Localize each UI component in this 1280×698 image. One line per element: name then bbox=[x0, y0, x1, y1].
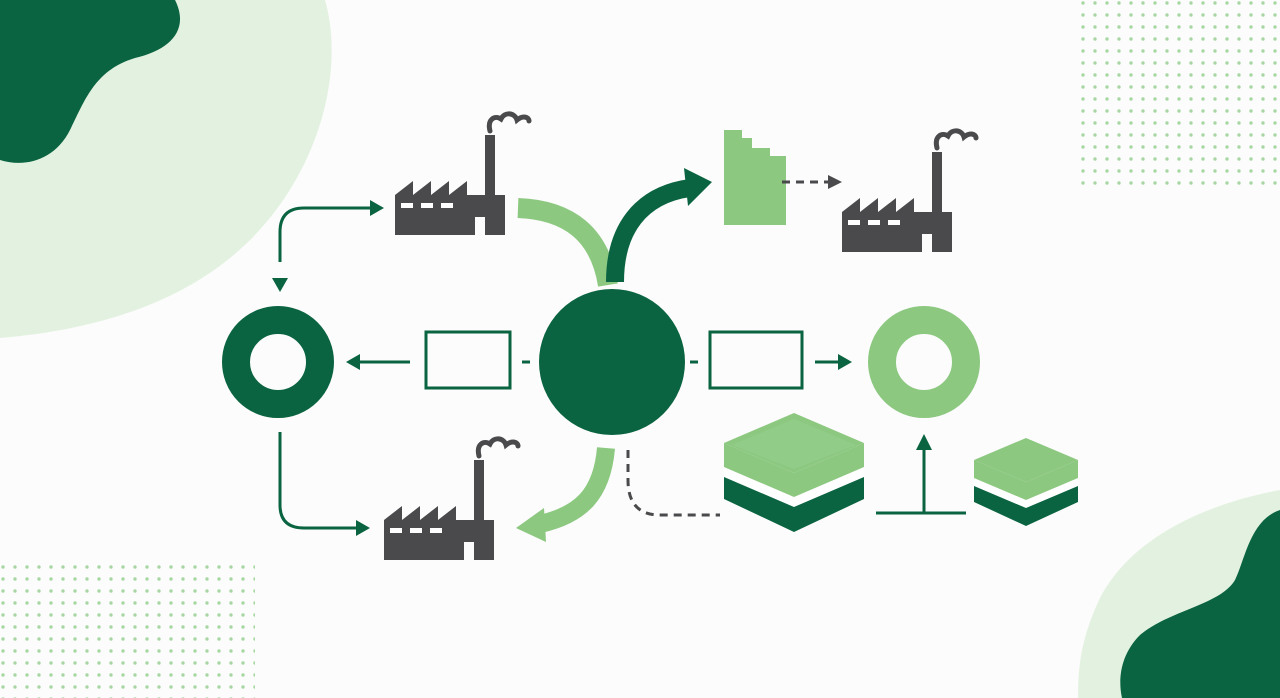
layered-stack-icon bbox=[974, 438, 1078, 526]
dashed-connector-hub-to-stack bbox=[626, 450, 720, 517]
arrow-to-left-ring bbox=[346, 354, 530, 370]
left-loop-connectors bbox=[272, 200, 384, 536]
ring-node bbox=[222, 306, 334, 418]
stack-to-ring-connector bbox=[876, 434, 966, 515]
empty-box-node bbox=[424, 330, 512, 390]
silo-icon bbox=[724, 130, 786, 225]
layered-stack-icon bbox=[724, 413, 864, 532]
dashed-arrow-silo-to-factory bbox=[782, 175, 842, 189]
light-flow-from-factory bbox=[517, 198, 618, 287]
central-hub-node bbox=[539, 289, 685, 435]
dot-pattern-bottom-left bbox=[0, 560, 255, 698]
dark-blob-bottom-right bbox=[1120, 510, 1280, 698]
factory-icon bbox=[395, 114, 529, 235]
curved-flows bbox=[516, 168, 712, 542]
factory-icon bbox=[842, 131, 976, 252]
factory-icon bbox=[384, 439, 518, 560]
dark-blob-top-left bbox=[0, 0, 181, 163]
empty-box-node bbox=[708, 330, 804, 390]
dot-pattern-top-right bbox=[1080, 0, 1280, 190]
dark-flow-to-silo bbox=[606, 179, 692, 283]
arrow-to-right-ring bbox=[690, 354, 852, 370]
light-flow-to-bottom-factory bbox=[537, 447, 615, 533]
ring-node bbox=[868, 306, 980, 418]
